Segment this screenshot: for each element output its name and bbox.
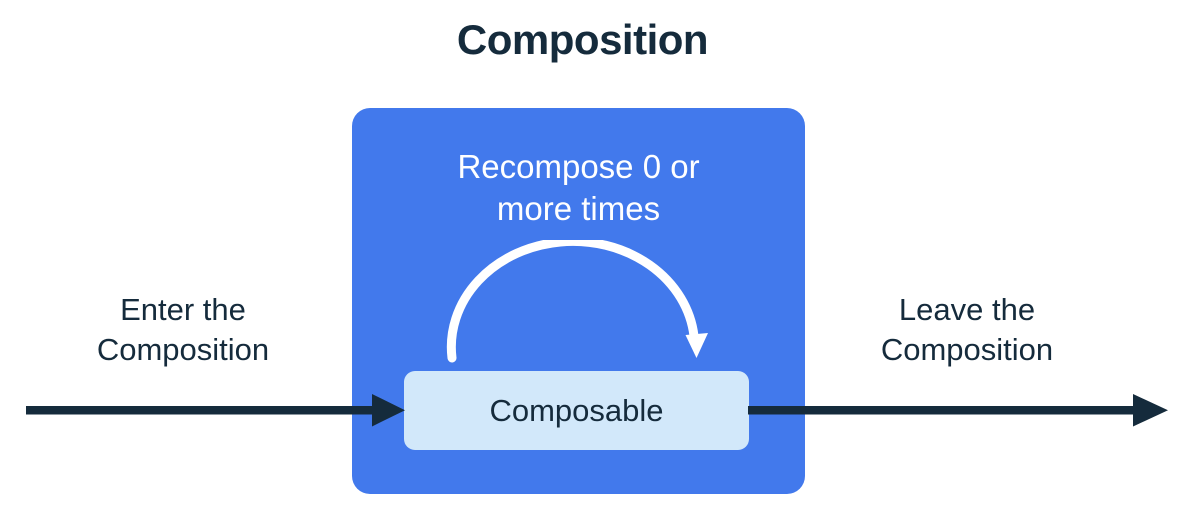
enter-caption-line-1: Enter the bbox=[120, 292, 246, 327]
composable-label: Composable bbox=[489, 393, 664, 428]
leave-composition-caption: Leave the Composition bbox=[817, 290, 1117, 371]
recompose-label-line-2: more times bbox=[496, 190, 661, 228]
leave-caption-line-1: Leave the bbox=[898, 292, 1036, 327]
enter-caption-line-2: Composition bbox=[96, 332, 270, 368]
leave-caption-line-2: Composition bbox=[880, 332, 1054, 368]
enter-composition-caption: Enter the Composition bbox=[33, 290, 333, 371]
recompose-label-line-1: Recompose 0 or bbox=[457, 148, 700, 185]
composable-node[interactable]: Composable bbox=[404, 371, 749, 450]
page-title: Composition bbox=[456, 16, 709, 63]
recompose-loop-arrow-icon bbox=[446, 240, 708, 363]
recompose-label: Recompose 0 or more times bbox=[352, 146, 805, 230]
leave-composition-arrow-icon bbox=[748, 394, 1168, 427]
enter-composition-arrow-icon bbox=[26, 394, 405, 427]
